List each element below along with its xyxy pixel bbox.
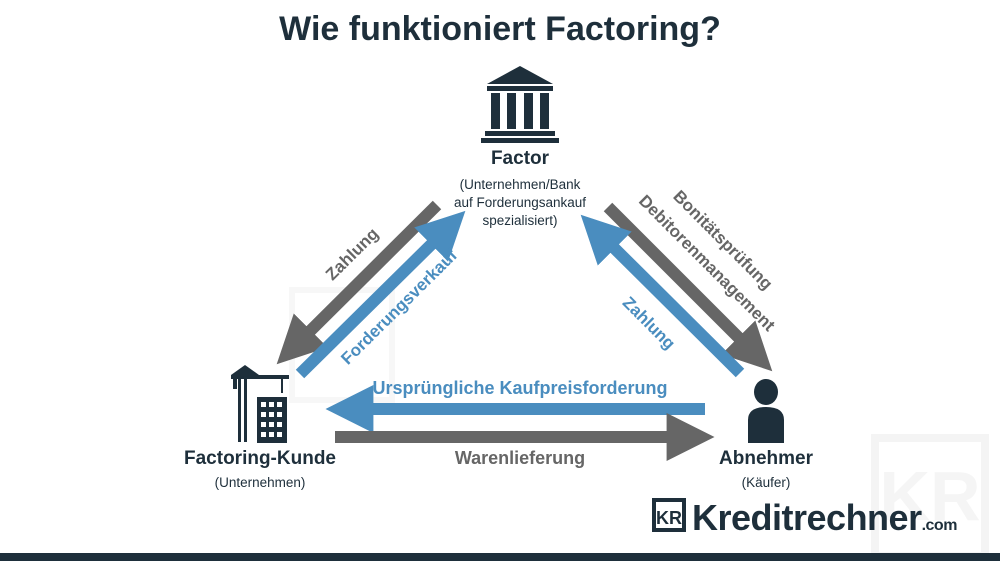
person-icon <box>748 379 784 443</box>
factor-node: Factor (Unternehmen/Bank auf Forderungsa… <box>420 148 620 230</box>
page-title: Wie funktioniert Factoring? <box>279 10 721 48</box>
buyer-node: Abnehmer (Käufer) <box>696 448 836 492</box>
buyer-description: (Käufer) <box>741 475 791 490</box>
factor-description-line: (Unternehmen/Bank <box>459 177 581 192</box>
kreditrechner-logo-icon: KR <box>652 498 686 532</box>
buyer-name: Abnehmer <box>719 448 813 469</box>
arrow-bonitaetspruefung <box>603 202 773 372</box>
factor-description-line: auf Forderungsankauf <box>453 195 587 210</box>
client-description: (Unternehmen) <box>214 475 306 490</box>
label-kaufpreisforderung: Ursprüngliche Kaufpreisforderung <box>372 378 667 398</box>
brand-suffix: .com <box>921 517 958 534</box>
factor-description-line: spezialisiert) <box>482 213 558 228</box>
arrow-forderungsverkauf <box>295 210 466 379</box>
brand-name: Kreditrechner <box>692 497 922 538</box>
brand-logo: Kreditrechner.com <box>692 497 957 539</box>
svg-text:KR: KR <box>656 508 682 528</box>
label-warenlieferung: Warenlieferung <box>455 448 585 468</box>
label-forderungsverkauf: Forderungsverkauf <box>337 246 461 369</box>
client-node: Factoring-Kunde (Unternehmen) <box>170 448 350 492</box>
footer-bar <box>0 553 1000 561</box>
client-name: Factoring-Kunde <box>184 448 336 469</box>
factor-description: (Unternehmen/Bank auf Forderungsankauf s… <box>420 176 620 230</box>
factor-name: Factor <box>490 148 550 169</box>
svg-text:KR: KR <box>879 457 980 535</box>
arrow-zahlung-to-client <box>276 200 442 365</box>
construction-building-icon <box>231 365 289 443</box>
bank-icon <box>481 66 559 143</box>
arrow-zahlung-to-factor <box>580 214 745 378</box>
